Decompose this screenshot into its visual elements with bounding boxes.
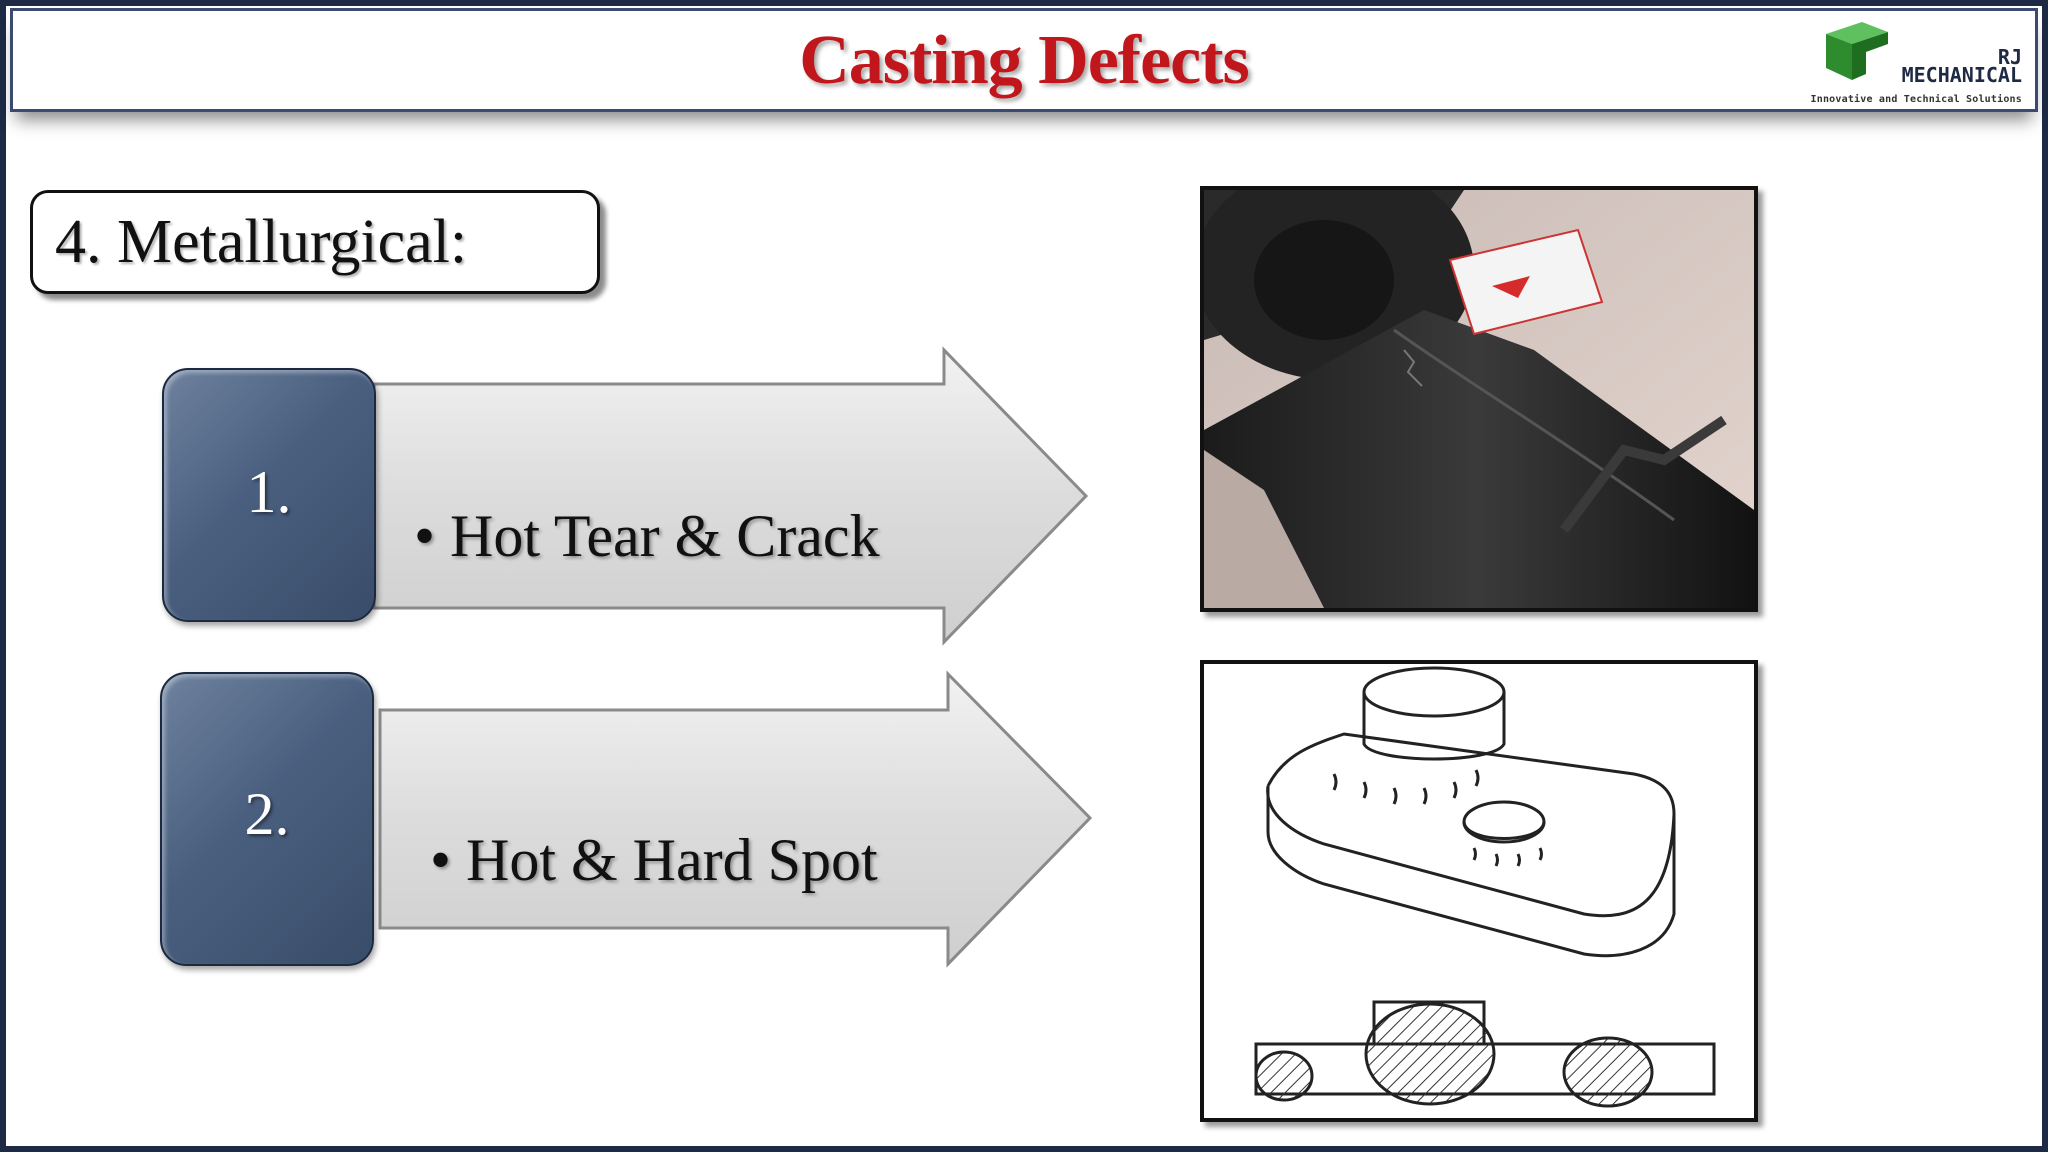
green-cube-icon <box>1826 22 1888 80</box>
number-box: 1. <box>162 368 376 622</box>
cast-part-photo <box>1204 190 1754 608</box>
logo-name-line2: MECHANICAL <box>1901 63 2022 87</box>
title-bar: Casting Defects <box>10 8 2038 112</box>
slide-title: Casting Defects <box>799 22 1250 99</box>
item-number: 2. <box>244 781 290 847</box>
item-label: • Hot & Hard Spot <box>430 827 878 893</box>
arrow-shape <box>378 670 1093 968</box>
item-number: 1. <box>246 459 292 525</box>
number-box: 2. <box>160 672 374 966</box>
hot-hard-spot-diagram <box>1200 660 1758 1122</box>
logo-name-line1: RJ <box>1997 45 2022 69</box>
logo-name: RJ MECHANICAL <box>1862 45 2022 87</box>
arrow-shape <box>372 346 1089 646</box>
section-heading: 4. Metallurgical: <box>55 208 468 276</box>
section-heading-box: 4. Metallurgical: <box>30 190 600 294</box>
rj-mechanical-logo: RJ MECHANICAL Innovative and Technical S… <box>1782 18 2022 108</box>
item-label: • Hot Tear & Crack <box>414 503 880 569</box>
hard-spot-sketch <box>1254 666 1716 1108</box>
hot-tear-crack-photo <box>1200 186 1758 612</box>
logo-tagline: Innovative and Technical Solutions <box>1810 94 2022 105</box>
